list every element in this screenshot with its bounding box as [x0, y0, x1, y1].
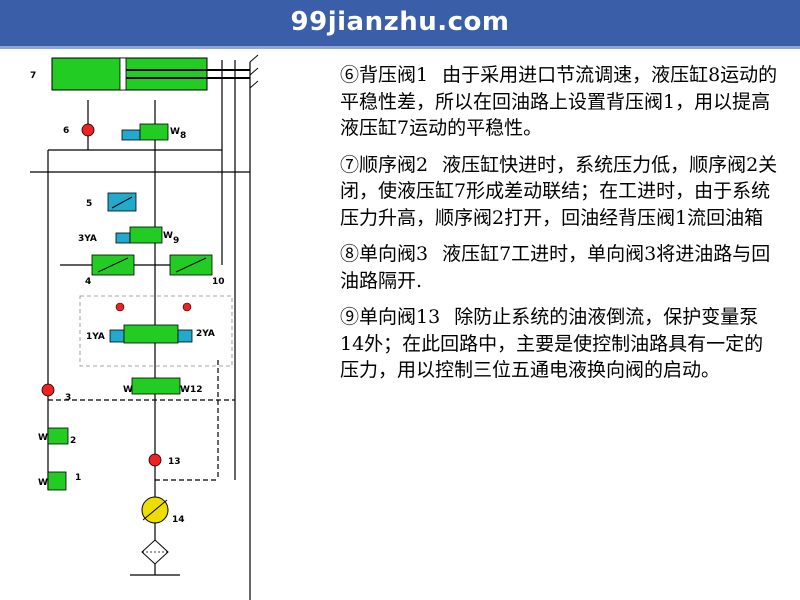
sequence-valve-2: [47, 427, 69, 445]
label-w-12-right: W: [180, 385, 190, 395]
label-1ya: 1YA: [86, 332, 105, 342]
label-5: 5: [86, 199, 92, 209]
paragraph-body: 液压缸快进时，系统压力低，顺序阀2关闭，使液压缸7形成差动联结；在工进时，由于系…: [340, 153, 778, 229]
label-13: 13: [168, 457, 181, 467]
label-10: 10: [212, 277, 225, 287]
valve-12: [131, 377, 181, 395]
label-14: 14: [172, 515, 185, 525]
header-divider: [0, 46, 800, 49]
label-8: 8: [180, 131, 186, 141]
paragraph-body: 除防止系统的油液倒流，保护变量泵14外；在此回路中，主要是使控制油路具有一定的压…: [340, 306, 764, 381]
label-7: 7: [30, 71, 36, 81]
valve-8: [121, 123, 169, 141]
flow-valve-4: [91, 254, 135, 276]
label-2: 2: [70, 436, 76, 446]
label-w-2: W: [38, 433, 48, 443]
filter-icon: [141, 539, 169, 565]
directional-valve: [109, 302, 193, 344]
paragraph-title: ⑨单向阀13: [340, 306, 441, 328]
check-valve-13-icon: [148, 453, 162, 467]
paragraph-body: 液压缸7工进时，单向阀3将进油路与回油路隔开.: [340, 243, 771, 292]
label-12: 12: [190, 385, 203, 395]
hydraulic-circuit-diagram: 7 6 W 8 5 3YA W 9 4 10 1YA 2YA: [30, 54, 259, 600]
variable-pump-14: [141, 496, 169, 524]
label-1: 1: [75, 473, 81, 483]
label-4: 4: [85, 277, 91, 287]
label-9: 9: [173, 236, 179, 246]
paragraph-title: ⑧单向阀3: [340, 243, 429, 265]
label-6: 6: [63, 126, 69, 136]
paragraph-title: ⑥背压阀1: [340, 64, 429, 86]
pipe-lines: [30, 60, 251, 600]
label-2ya: 2YA: [196, 329, 215, 339]
paragraph-title: ⑦顺序阀2: [340, 153, 429, 176]
label-w-8: W: [170, 127, 180, 137]
back-pressure-valve-1: [47, 471, 67, 491]
label-w-9: W: [163, 231, 173, 241]
paragraph-body: 由于采用进口节流调速，液压缸8运动的平稳性差，所以在回油路上设置背压阀1，用以提…: [340, 64, 778, 139]
label-3: 3: [65, 393, 71, 403]
site-title: 99jianzhu.com: [290, 7, 510, 37]
valve-9: [115, 226, 163, 244]
check-valve-6-icon: [81, 123, 95, 137]
check-valve-3-icon: [41, 383, 55, 397]
pilot-valve-box: [79, 295, 233, 367]
hydraulic-cylinder-7: [51, 57, 250, 91]
label-w-12-left: W: [123, 385, 133, 395]
header-bar: 99jianzhu.com: [0, 0, 800, 49]
wall-hatching: [249, 54, 259, 89]
label-3ya: 3YA: [78, 234, 97, 244]
flow-valve-10: [169, 254, 213, 276]
valve-5: [107, 192, 137, 212]
label-w-1: W: [38, 478, 48, 488]
